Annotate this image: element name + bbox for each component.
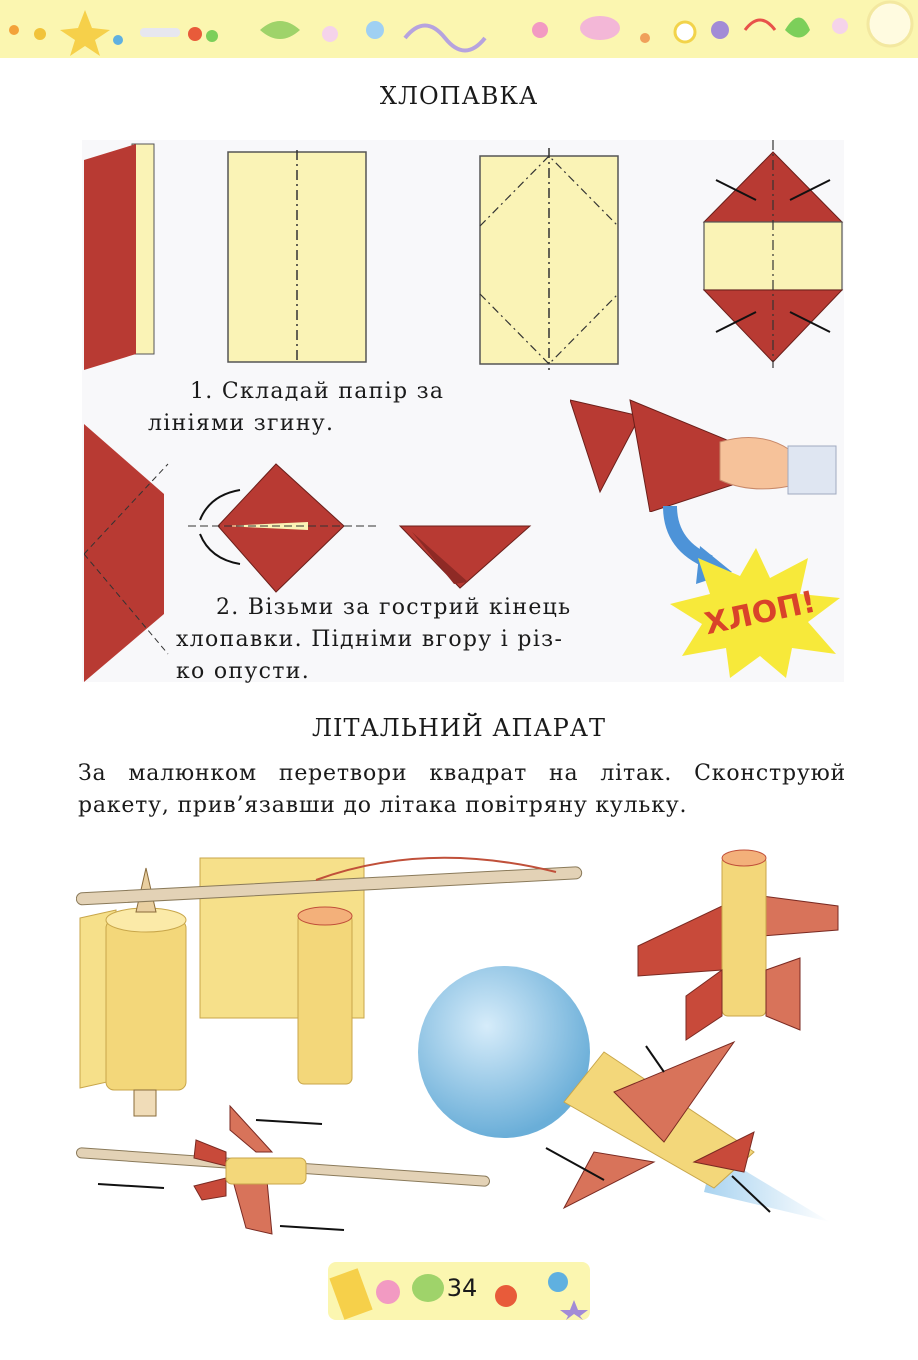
khlop-burst-figure: ХЛОП! xyxy=(670,548,840,678)
section-title-flying-machine: ЛІТАЛЬНИЙ АПАРАТ xyxy=(312,714,606,742)
section-title-khlopavka: ХЛОПАВКА xyxy=(379,82,539,110)
diamond-fold-figure xyxy=(188,463,380,593)
step2-line2: хлопавки. Підніми вгору і різ- xyxy=(176,627,564,652)
step1-line2: лініями згину. xyxy=(148,411,335,436)
rocket-figure xyxy=(637,849,839,1041)
step2-line1: 2. Візьми за гострий кінець xyxy=(216,595,572,620)
flying-machine-instruction: За малюнком перетвори квадрат на літак. … xyxy=(78,761,846,818)
hand-holding-khlopavka-figure xyxy=(570,399,837,512)
folded-strip-figure xyxy=(84,143,155,370)
side-flap-figure xyxy=(84,424,169,682)
page-number-band xyxy=(328,1262,590,1320)
balloon-rocket-figure xyxy=(418,966,830,1222)
sheet-diagonal-fold-figure xyxy=(479,148,619,370)
plane-on-stick-figure xyxy=(76,1104,491,1235)
decorative-border-icons xyxy=(9,0,914,56)
step2-line3: ко опусти. xyxy=(176,659,310,684)
page-number: 34 xyxy=(446,1274,478,1302)
rolled-paper-assembly-figure xyxy=(76,856,583,1117)
step1-line1: 1. Складай папір за xyxy=(190,379,445,404)
folded-triangle-figure xyxy=(398,525,532,589)
top-decorative-band xyxy=(0,0,918,58)
page-decoration-icons xyxy=(329,1268,588,1320)
sheet-center-fold-figure xyxy=(227,150,367,364)
folded-corners-figure xyxy=(702,140,844,368)
